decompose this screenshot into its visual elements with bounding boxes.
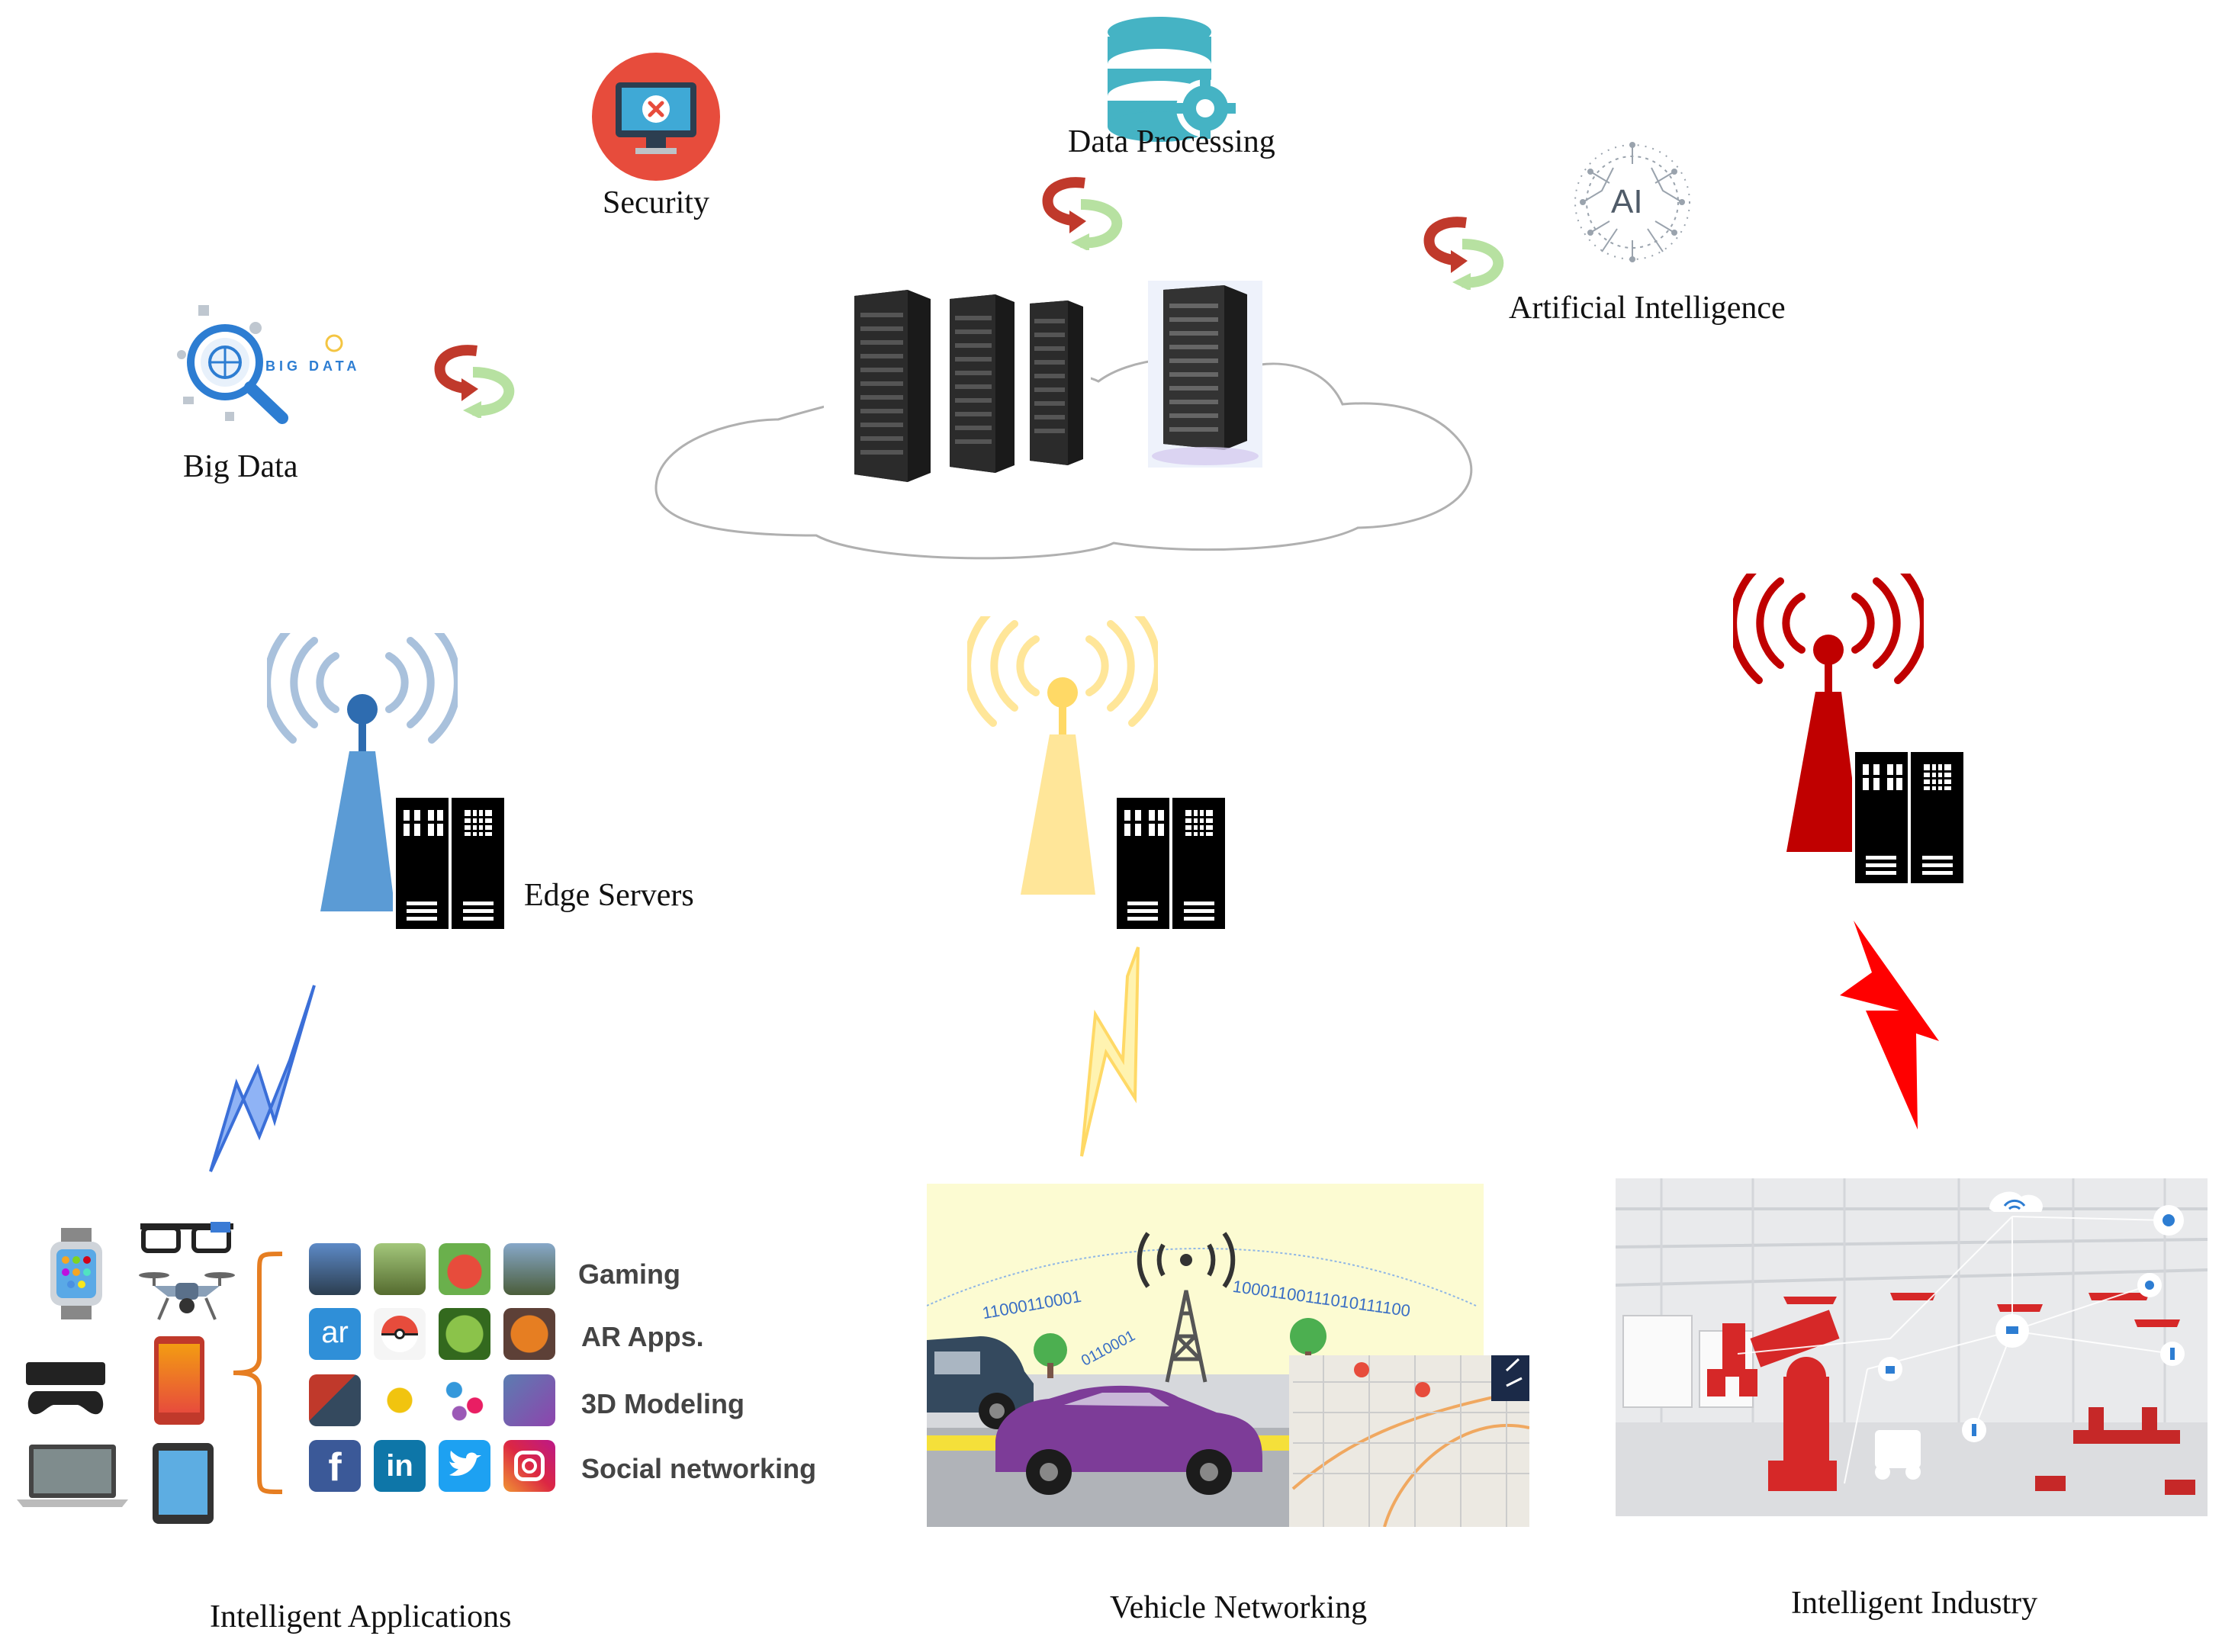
- artificial-intelligence-label: Artificial Intelligence: [1509, 291, 1786, 326]
- pokeball-icon: [374, 1308, 426, 1360]
- modeling-app-icon: [309, 1374, 361, 1426]
- data-processing-label: Data Processing: [1068, 124, 1275, 159]
- intelligent-industry-panel: [1616, 1178, 2208, 1516]
- cloud-server-single: [1148, 281, 1262, 468]
- facebook-icon: f: [309, 1440, 361, 1492]
- modeling-app-icon: [439, 1374, 490, 1426]
- database-gear-icon: [1108, 17, 1236, 142]
- red-antenna-tower: [1733, 574, 1924, 852]
- big-data-label: Big Data: [183, 449, 298, 484]
- ai-icon-text: AI: [1611, 183, 1643, 220]
- linkedin-icon: in: [374, 1440, 426, 1492]
- app-icon-grid: ar f in: [309, 1243, 568, 1503]
- category-3d-modeling-label: 3D Modeling: [581, 1388, 744, 1419]
- intelligent-applications-label: Intelligent Applications: [210, 1599, 512, 1634]
- intelligent-applications-panel: ar f in Gaming AR Apps. 3D Modeling Soci…: [15, 1213, 816, 1533]
- yellow-lightning-icon: [1080, 947, 1140, 1157]
- big-data-magnifier-icon: [177, 305, 343, 424]
- red-lightning-icon: [1840, 921, 1939, 1130]
- cloud-server-racks: [824, 282, 1091, 488]
- edge-server-icon: [1852, 749, 1966, 886]
- modeling-app-icon: [374, 1374, 426, 1426]
- blue-lightning-icon: [209, 985, 316, 1172]
- security-icon: [592, 53, 720, 181]
- tablet-icon: [153, 1443, 214, 1524]
- category-ar-apps-label: AR Apps.: [581, 1321, 704, 1352]
- edge-server-icon: [393, 795, 507, 932]
- game-app-icon: [309, 1243, 361, 1295]
- vehicle-networking-label: Vehicle Networking: [1110, 1590, 1368, 1625]
- sync-arrows-icon: [1042, 177, 1123, 250]
- vehicle-networking-panel: 11000110001 10001100111010111100 0110001: [927, 1184, 1529, 1527]
- sync-arrows-icon: [434, 345, 515, 418]
- smart-glasses-icon: [140, 1222, 233, 1253]
- edge-server-icon: [1114, 795, 1228, 932]
- category-gaming-label: Gaming: [578, 1258, 681, 1290]
- smartwatch-icon: [50, 1228, 102, 1319]
- game-console-icon: [26, 1362, 105, 1415]
- ar-app-icon: [439, 1308, 490, 1360]
- instagram-icon: [503, 1440, 555, 1492]
- drone-icon: [139, 1272, 235, 1320]
- game-app-icon: [503, 1243, 555, 1295]
- category-bracket: [233, 1252, 283, 1494]
- ar-app-icon: [503, 1308, 555, 1360]
- ai-brain-icon: [1574, 142, 1690, 262]
- intelligent-industry-label: Intelligent Industry: [1791, 1586, 2038, 1621]
- security-label: Security: [603, 185, 709, 220]
- big-data-logo-text: BIG DATA: [265, 358, 361, 374]
- laptop-icon: [17, 1445, 128, 1507]
- game-app-icon: [374, 1243, 426, 1295]
- edge-servers-label: Edge Servers: [524, 878, 694, 913]
- angry-birds-icon: [439, 1243, 490, 1295]
- yellow-antenna-tower: [967, 616, 1158, 895]
- category-social-networking-label: Social networking: [581, 1453, 817, 1484]
- sync-arrows-icon: [1423, 217, 1504, 290]
- smartphone-icon: [154, 1336, 204, 1425]
- ar-app-icon: ar: [309, 1308, 361, 1360]
- twitter-icon: [439, 1440, 490, 1492]
- blue-antenna-tower: [267, 633, 458, 911]
- modeling-app-icon: [503, 1374, 555, 1426]
